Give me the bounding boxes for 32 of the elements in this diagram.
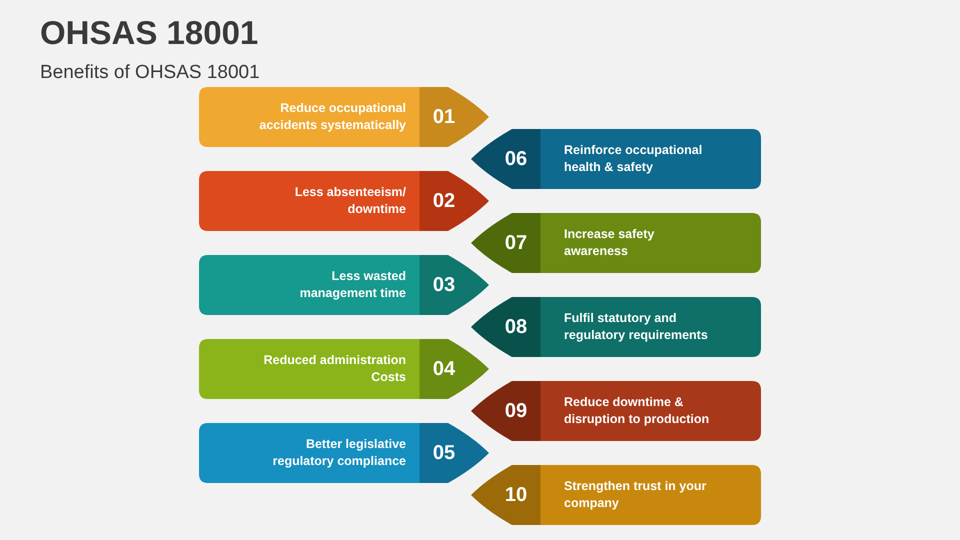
item-text: Increase safety awareness [564, 226, 656, 260]
subtitle: Benefits of OHSAS 18001 [40, 62, 260, 84]
benefit-banner [470, 128, 762, 190]
benefit-banner [198, 170, 490, 232]
item-text: Reinforce occupational health & safety [564, 142, 704, 176]
item-text: Strengthen trust in your company [564, 478, 708, 512]
item-number: 08 [504, 314, 528, 340]
item-number: 05 [432, 440, 456, 466]
item-text: Reduced administration Costs [262, 352, 406, 386]
benefit-banner [470, 380, 762, 442]
item-number: 10 [504, 482, 528, 508]
page-title: OHSAS 18001 [40, 14, 258, 52]
item-text: Fulfil statutory and regulatory requirements [564, 310, 709, 344]
item-text: Reduce downtime & disruption to production [564, 394, 710, 428]
item-text: Better legislative regulatory compliance [272, 436, 406, 470]
item-text: Less wasted management time [298, 268, 406, 302]
item-number: 09 [504, 398, 528, 424]
benefit-banner [198, 422, 490, 484]
benefit-banner [470, 464, 762, 526]
benefit-banner [198, 254, 490, 316]
item-number: 01 [432, 104, 456, 130]
item-text: Reduce occupational accidents systematically [258, 100, 406, 134]
item-number: 03 [432, 272, 456, 298]
item-number: 06 [504, 146, 528, 172]
item-number: 02 [432, 188, 456, 214]
item-number: 04 [432, 356, 456, 382]
benefit-banner [470, 296, 762, 358]
benefit-banner [198, 338, 490, 400]
benefit-banner [198, 86, 490, 148]
item-text: Less absenteeism/ downtime [294, 184, 406, 218]
item-number: 07 [504, 230, 528, 256]
benefit-banner [470, 212, 762, 274]
